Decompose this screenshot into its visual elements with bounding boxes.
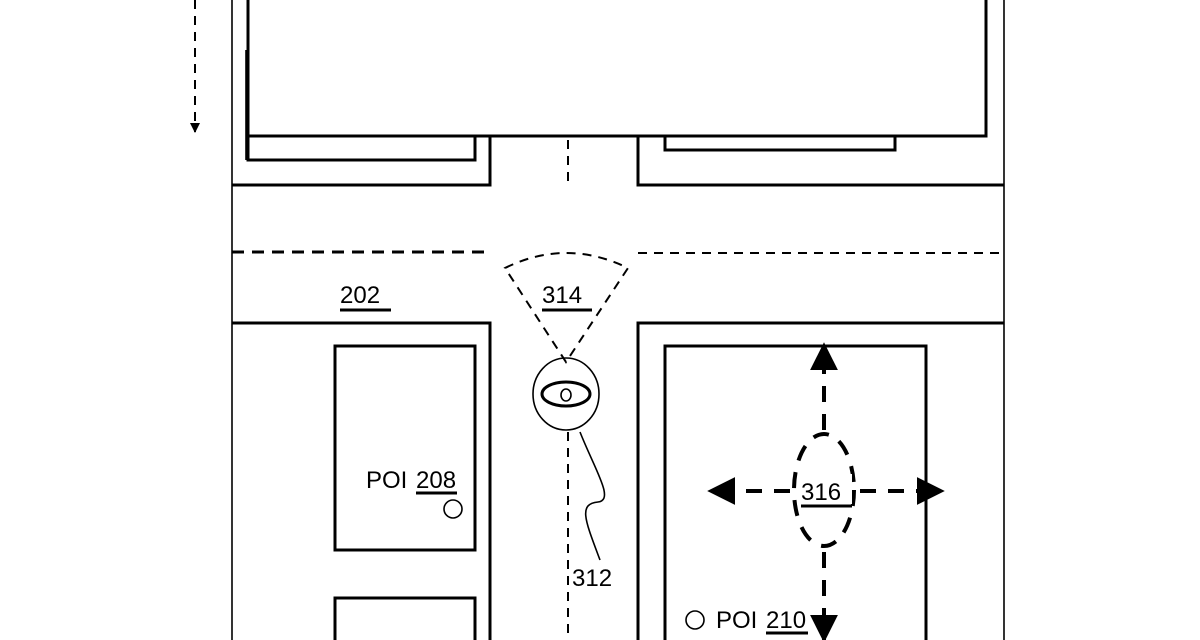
poi-210-number: 210 [766,607,806,634]
block-bottom-left [232,321,492,640]
view-cone-label: 314 [542,282,582,309]
movement-zone [792,432,856,548]
movement-zone-label: 316 [801,479,841,506]
building-annex-right [663,134,897,152]
label-backdrop [800,474,852,504]
poi-208-number: 208 [416,467,456,494]
block-top-right [636,136,1004,187]
eye-shape [540,380,592,408]
path-leader-line [579,431,606,561]
path-label: 312 [572,565,612,592]
view-cone [503,252,630,364]
building-poi-208 [333,344,477,552]
building-poi-210 [663,344,928,640]
poi-208-marker-icon [443,499,463,519]
building-top [246,0,988,138]
eye-pupil [560,388,572,402]
block-bottom-right [636,321,1004,640]
building-bottom-left [333,596,477,640]
building-annex-left [246,134,477,162]
user-eye-icon [532,357,600,431]
block-top-left [232,136,492,187]
poi-210-prefix: POI [716,607,757,634]
road-label: 202 [340,282,380,309]
poi-208-prefix: POI [366,467,407,494]
poi-210-marker-icon [685,610,705,630]
